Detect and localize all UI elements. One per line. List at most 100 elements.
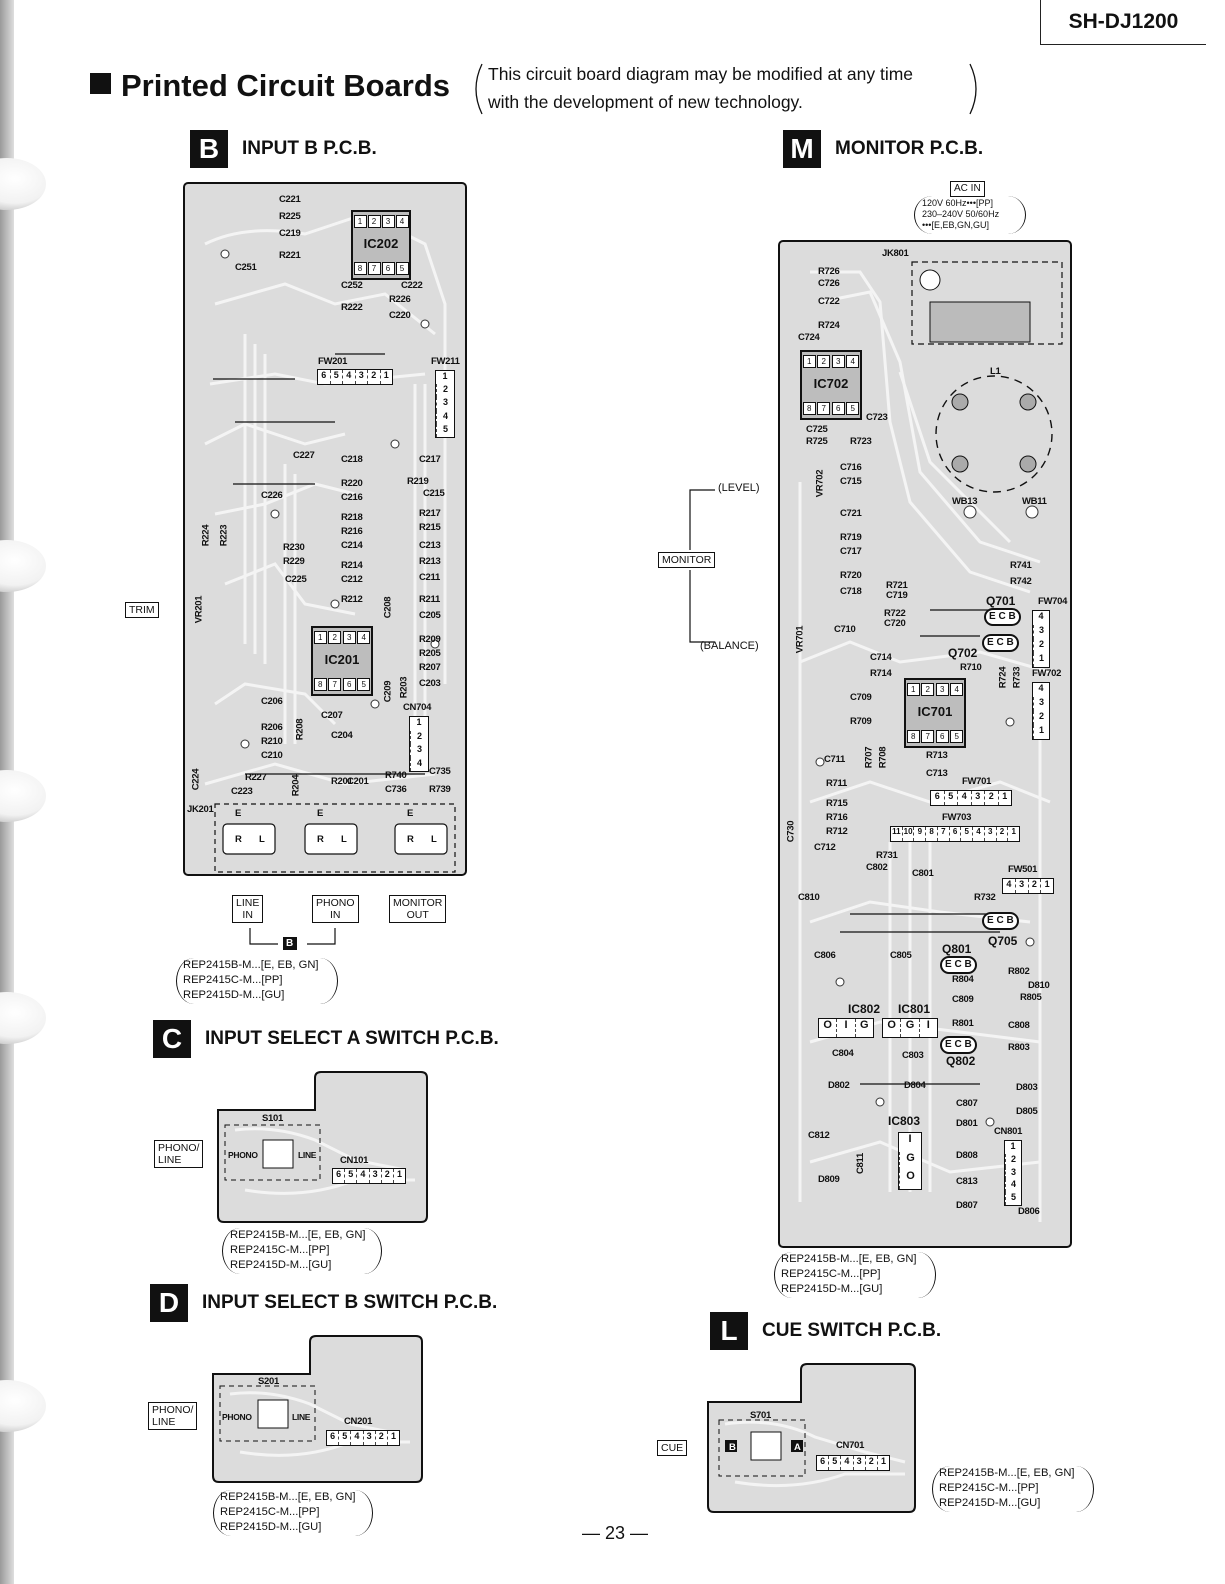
pin: 1 <box>1033 725 1049 739</box>
component-label: R210 <box>261 736 283 747</box>
component-label: C226 <box>261 490 283 501</box>
jack-ground-label: E <box>235 808 242 819</box>
parts-line: REP2415C-M...[PP] <box>939 1482 1039 1494</box>
component-label: C730 <box>785 820 797 843</box>
pin: 3 <box>852 1456 865 1470</box>
component-label: C714 <box>870 652 892 663</box>
pin: 5 <box>960 827 972 841</box>
pin: 5 <box>1005 1192 1021 1205</box>
pin: 3 <box>436 397 454 411</box>
component-label: C207 <box>321 710 343 721</box>
component-label: R226 <box>389 294 411 305</box>
pin: 2 <box>1005 1153 1021 1167</box>
pin: 2 <box>410 730 428 744</box>
pin: 3 <box>831 355 845 368</box>
pin: 6 <box>948 827 961 841</box>
board-d-parts-list: REP2415B-M...[E, EB, GN]REP2415C-M...[PP… <box>220 1490 356 1535</box>
pin: 7 <box>817 402 831 415</box>
component-label: C716 <box>840 462 862 473</box>
pin: 3 <box>368 1169 381 1183</box>
fw704-label: FW704 <box>1038 596 1068 607</box>
component-label: R740 <box>385 770 407 781</box>
pin: 1 <box>386 1431 399 1445</box>
pin: 4 <box>950 683 964 696</box>
component-label: C711 <box>824 754 845 765</box>
component-label: R206 <box>261 722 283 733</box>
component-label: C712 <box>814 842 836 853</box>
pin: O <box>887 1019 896 1031</box>
component-label: C222 <box>401 280 423 291</box>
component-label: R211 <box>419 594 440 605</box>
component-label: R207 <box>419 662 441 673</box>
pin: 6 <box>831 402 845 415</box>
component-label: C717 <box>840 546 862 557</box>
bullet-square-icon <box>90 73 111 94</box>
pin: 7 <box>921 730 935 743</box>
component-label: C803 <box>902 1050 924 1061</box>
cn704-label: CN704 <box>403 702 432 713</box>
component-label: R201 <box>331 776 353 787</box>
q701-label: Q701 <box>986 594 1016 608</box>
pin: 7 <box>328 678 342 691</box>
q802-label: Q802 <box>946 1054 976 1068</box>
pin: 2 <box>1027 879 1041 893</box>
jack-left-label: L <box>431 834 437 845</box>
pin: I <box>836 1019 854 1037</box>
component-label: VR701 <box>794 625 806 654</box>
pin: 1 <box>392 1169 405 1183</box>
board-b-footer-letter: B <box>286 938 293 949</box>
pin: 5 <box>943 791 958 805</box>
pin: 3 <box>1033 697 1049 711</box>
cue-position-b-label: B <box>729 1442 736 1453</box>
pin: 6 <box>935 730 949 743</box>
component-label: R220 <box>341 478 363 489</box>
component-label: R716 <box>826 812 848 823</box>
level-label: (LEVEL) <box>718 482 760 494</box>
component-label: R709 <box>850 716 872 727</box>
binder-hole <box>0 158 46 210</box>
component-label: C806 <box>814 950 836 961</box>
pin: 4 <box>436 410 454 424</box>
component-label: C723 <box>866 412 888 423</box>
wb13-label: WB13 <box>952 496 978 507</box>
cn801-label: CN801 <box>994 1126 1023 1137</box>
ic202-label: IC202 <box>363 236 399 251</box>
parts-line: REP2415C-M...[PP] <box>183 974 283 986</box>
pin: 10 <box>901 827 914 841</box>
pin: 2 <box>367 370 380 384</box>
board-l-outline <box>707 1363 916 1513</box>
component-label: R713 <box>926 750 948 761</box>
pin: G <box>854 1019 873 1037</box>
board-letter-d: D <box>150 1284 188 1322</box>
parts-line: REP2415B-M...[E, EB, GN] <box>220 1491 356 1503</box>
component-label: C223 <box>231 786 253 797</box>
component-label: R217 <box>419 508 441 519</box>
component-label: R721 <box>886 580 908 591</box>
component-label: C722 <box>818 296 840 307</box>
component-label: R224 <box>200 524 212 547</box>
ac-spec-line: 120V 60Hz•••[PP] <box>922 198 993 208</box>
component-label: R214 <box>341 560 363 571</box>
ac-spec-paren <box>914 196 1026 234</box>
component-label: C252 <box>341 280 363 291</box>
pin: 2 <box>436 384 454 398</box>
component-label: C724 <box>798 332 820 343</box>
component-label: C211 <box>419 572 440 583</box>
component-label: C808 <box>1008 1020 1030 1031</box>
component-label: R203 <box>398 676 410 699</box>
parts-paren <box>774 1252 936 1298</box>
pin: 4 <box>972 827 984 841</box>
fw211-label: FW211 <box>431 356 460 367</box>
component-label: R708 <box>877 746 889 769</box>
board-letter-l: L <box>710 1312 748 1350</box>
pin: G <box>899 1151 921 1171</box>
component-label: C725 <box>806 424 828 435</box>
note-parentheses <box>475 63 977 115</box>
phono-in-tag: PHONO IN <box>312 895 359 923</box>
